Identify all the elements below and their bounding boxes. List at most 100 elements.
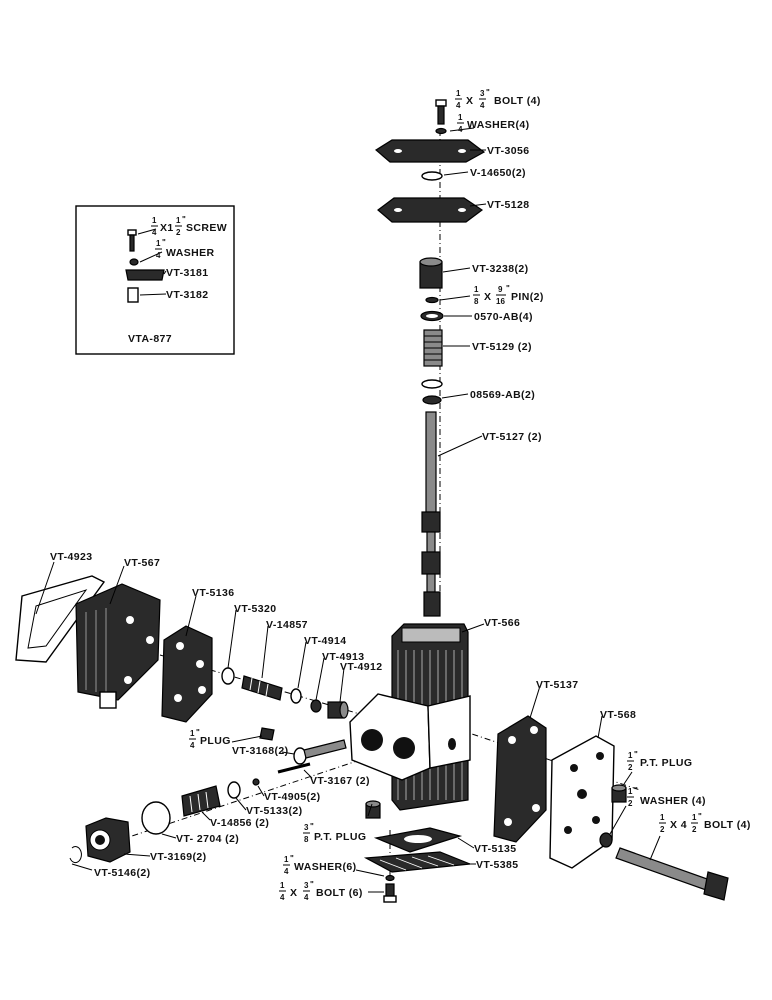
label-vt4912: VT-4912 [340, 661, 383, 673]
fraction-washer-top: 1 4 [457, 113, 464, 134]
label-washer-top: WASHER(4) [467, 119, 530, 131]
label-vt5146: VT-5146(2) [94, 867, 151, 879]
svg-text:": " [182, 215, 186, 224]
svg-text:2: 2 [692, 825, 697, 834]
inset-screw-part [127, 229, 137, 252]
fraction-bolt-right: 1 2 X 4 1 2 " [659, 812, 702, 834]
plug-left-part [259, 727, 275, 741]
fraction-plug-left: 1 4 " [189, 728, 200, 750]
svg-text:4: 4 [280, 893, 285, 902]
svg-text:": " [698, 812, 702, 821]
label-vt5136: VT-5136 [192, 587, 235, 599]
label-v14857: V-14857 [266, 619, 308, 631]
label-vt5135: VT-5135 [474, 843, 517, 855]
fraction-pt-plug-right: 1 2 " [627, 750, 638, 772]
plate-vt5385-part [363, 851, 471, 873]
leader-lines [35, 127, 661, 893]
inset-washer-part [129, 258, 139, 266]
svg-text:4: 4 [456, 101, 461, 110]
top-bolt-part [435, 99, 447, 125]
svg-text:4: 4 [156, 251, 161, 260]
pin-part [425, 296, 439, 304]
gasket-vt5135-part [373, 827, 463, 853]
vt5320-washer-part [221, 667, 235, 685]
gasket-vt3056-part [374, 139, 486, 163]
svg-text:": " [634, 750, 638, 759]
svg-text:8: 8 [474, 297, 479, 306]
long-bolt-right-part [615, 847, 729, 901]
fraction-pt-plug-bottom: 3 8 " [303, 822, 314, 844]
svg-text:2: 2 [660, 825, 665, 834]
svg-text:2: 2 [628, 763, 633, 772]
fraction-washer-bottom: 1 4 " [283, 854, 294, 876]
inset-label-vt3182: VT-3182 [166, 289, 209, 301]
svg-text:": " [310, 822, 314, 831]
label-vt5137: VT-5137 [536, 679, 579, 691]
svg-text:X: X [484, 291, 491, 303]
svg-text:": " [634, 786, 638, 795]
svg-text:1: 1 [458, 113, 463, 122]
spring-v14857-part [241, 675, 283, 701]
svg-text:1: 1 [456, 89, 461, 98]
svg-text:16: 16 [496, 297, 505, 306]
spring-v14856-part [181, 785, 221, 817]
svg-text:4: 4 [152, 228, 157, 237]
fraction-pin: 1 8 X 9 16 " [473, 284, 510, 306]
svg-text:X1: X1 [160, 222, 174, 234]
svg-text:1: 1 [628, 751, 633, 760]
label-vt4914: VT-4914 [304, 635, 347, 647]
label-pin: PIN(2) [511, 291, 544, 303]
svg-text:2: 2 [628, 799, 633, 808]
washer-bottom-part [385, 874, 395, 882]
label-vt4913: VT-4913 [322, 651, 365, 663]
inset-label-washer: WASHER [166, 247, 215, 259]
valve-body-vt566-part [349, 623, 471, 811]
svg-text:X: X [290, 887, 297, 899]
svg-text:8: 8 [304, 835, 309, 844]
svg-text:": " [162, 238, 166, 247]
svg-text:": " [506, 284, 510, 293]
label-washer-right: WASHER (4) [640, 795, 706, 807]
cover-vt567-part [75, 583, 161, 709]
gasket-vt5136-part [161, 625, 213, 723]
vt5133-part [227, 781, 241, 799]
label-vt5320: VT-5320 [234, 603, 277, 615]
label-plug-left: PLUG [200, 735, 231, 747]
label-vt5133: VT-5133(2) [246, 805, 303, 817]
label-v14650: V-14650(2) [470, 167, 526, 179]
inset-box [75, 205, 235, 355]
svg-text:": " [196, 728, 200, 737]
label-o8569ab: 08569-AB(2) [470, 389, 535, 401]
svg-text:1: 1 [152, 216, 157, 225]
top-washer-part [435, 127, 447, 135]
svg-text:4: 4 [284, 867, 289, 876]
fraction-inset-washer: 1 4 " [155, 238, 166, 260]
svg-text:1: 1 [474, 285, 479, 294]
inset-vt3182-part [127, 287, 139, 303]
washer-right-part [599, 832, 613, 848]
svg-text:3: 3 [480, 89, 485, 98]
valve-stem-vt5127-part [421, 411, 441, 617]
label-o570ab: 0570-AB(4) [474, 311, 533, 323]
label-vt567: VT-567 [124, 557, 160, 569]
svg-text:1: 1 [280, 881, 285, 890]
ring-upper-part [421, 379, 443, 389]
inset-label-screw: SCREW [186, 222, 227, 234]
label-vt3169: VT-3169(2) [150, 851, 207, 863]
svg-text:1: 1 [692, 813, 697, 822]
svg-text:2: 2 [176, 228, 181, 237]
pt-plug-bottom-part [365, 800, 381, 819]
svg-text:9: 9 [498, 285, 503, 294]
vt4913-part [310, 699, 322, 713]
label-vt3056: VT-3056 [487, 145, 530, 157]
svg-text:1: 1 [190, 729, 195, 738]
svg-text:X: X [466, 95, 473, 107]
label-vt5127: VT-5127 (2) [482, 431, 542, 443]
label-vt5129: VT-5129 (2) [472, 341, 532, 353]
label-washer-bottom: WASHER(6) [294, 861, 357, 873]
label-vt5128: VT-5128 [487, 199, 530, 211]
label-vt4923: VT-4923 [50, 551, 93, 563]
svg-text:3: 3 [304, 823, 309, 832]
svg-text:4: 4 [304, 893, 309, 902]
gasket-vt4923-part [15, 575, 106, 663]
